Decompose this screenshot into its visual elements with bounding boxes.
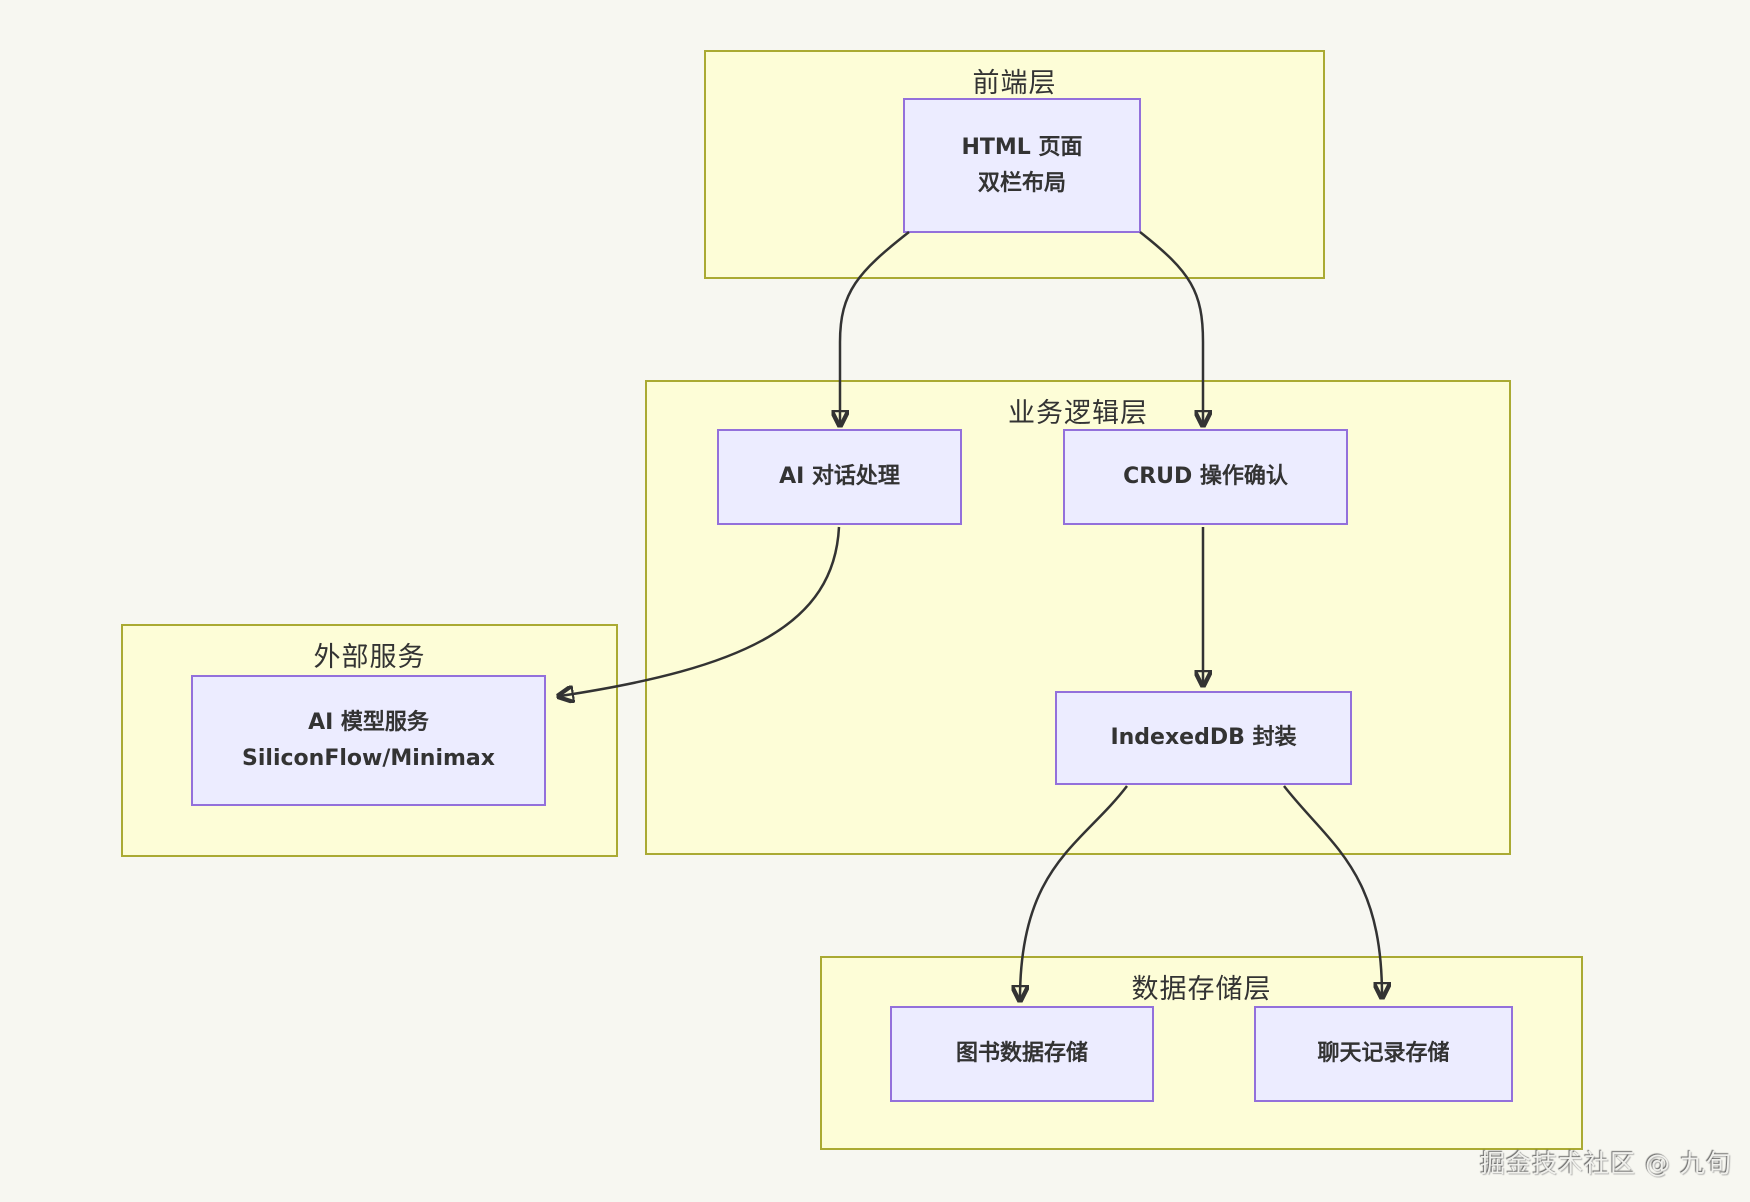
node-html-page-line2: 双栏布局 xyxy=(977,170,1066,196)
node-chat-label: 聊天记录存储 xyxy=(1317,1041,1450,1067)
node-indexeddb-label: IndexedDB 封装 xyxy=(1110,725,1297,751)
node-crud-confirmation: CRUD 操作确认 xyxy=(1063,429,1348,525)
node-chat-record-storage: 聊天记录存储 xyxy=(1254,1006,1513,1102)
node-ai-model-service: AI 模型服务 SiliconFlow/Minimax xyxy=(191,675,546,806)
group-frontend-title: 前端层 xyxy=(972,68,1057,99)
watermark-text: 掘金技术社区 @ 九旬 xyxy=(1480,1149,1732,1178)
node-html-page-line1: HTML 页面 xyxy=(961,135,1083,161)
node-crud-label: CRUD 操作确认 xyxy=(1123,464,1288,490)
group-storage-title: 数据存储层 xyxy=(1131,974,1272,1005)
group-business-title: 业务逻辑层 xyxy=(1008,398,1148,429)
node-indexeddb-wrapper: IndexedDB 封装 xyxy=(1055,691,1352,785)
node-book-data-storage: 图书数据存储 xyxy=(890,1006,1154,1102)
node-ai-model-line1: AI 模型服务 xyxy=(308,710,429,736)
group-external-title: 外部服务 xyxy=(313,642,426,673)
node-book-label: 图书数据存储 xyxy=(955,1041,1088,1067)
node-ai-dialog-label: AI 对话处理 xyxy=(779,464,900,490)
node-ai-dialog-processing: AI 对话处理 xyxy=(717,429,962,525)
node-html-page: HTML 页面 双栏布局 xyxy=(903,98,1141,233)
node-ai-model-line2: SiliconFlow/Minimax xyxy=(242,745,495,771)
